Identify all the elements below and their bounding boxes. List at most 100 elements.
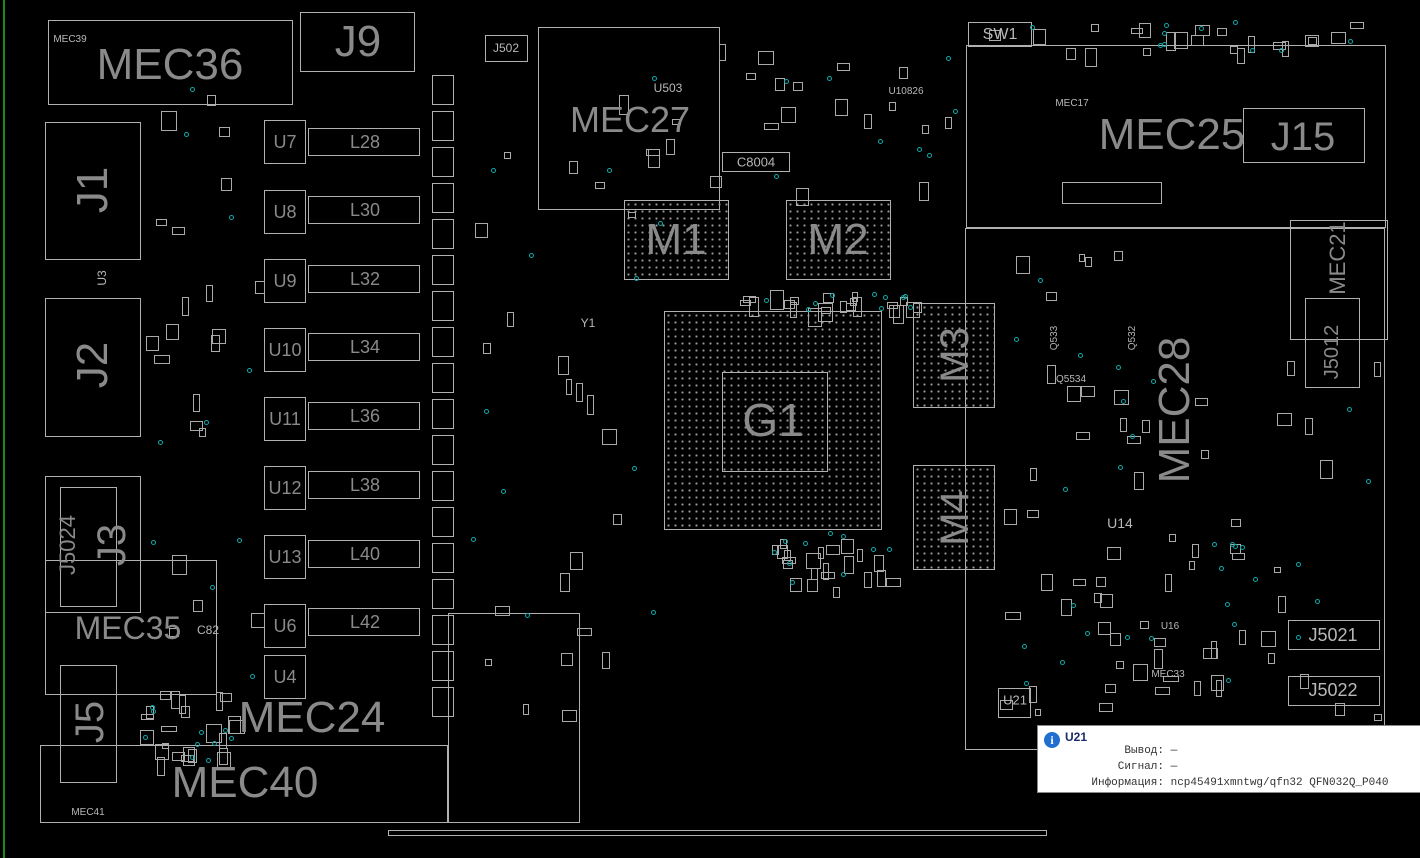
component-outline[interactable] — [1288, 620, 1380, 650]
via — [1199, 25, 1205, 31]
smd-pad — [825, 545, 840, 555]
component-outline[interactable] — [1243, 108, 1365, 163]
smd-pad — [1335, 703, 1346, 717]
smd-pad — [171, 751, 185, 762]
capacitor[interactable] — [432, 291, 454, 321]
smd-pad — [1119, 418, 1127, 433]
smd-pad — [1143, 47, 1151, 57]
inductor-l36[interactable] — [308, 402, 420, 430]
capacitor[interactable] — [432, 651, 454, 681]
capacitor[interactable] — [432, 219, 454, 249]
via — [1121, 399, 1127, 405]
via — [150, 540, 156, 546]
bga-package[interactable] — [624, 200, 729, 280]
component-outline[interactable] — [45, 122, 141, 260]
bga-package[interactable] — [913, 465, 995, 570]
bga-package[interactable] — [786, 200, 891, 280]
smd-pad — [1200, 450, 1210, 459]
capacitor[interactable] — [432, 111, 454, 141]
u21-outline[interactable] — [998, 688, 1031, 718]
via — [1149, 635, 1155, 641]
regulator-u12[interactable] — [264, 466, 306, 510]
capacitor[interactable] — [432, 183, 454, 213]
capacitor[interactable] — [432, 75, 454, 105]
bga-package[interactable] — [913, 303, 995, 408]
capacitor[interactable] — [432, 147, 454, 177]
smd-pad — [1016, 255, 1030, 275]
smd-pad — [1041, 573, 1053, 592]
component-outline[interactable] — [45, 476, 141, 613]
component-outline[interactable] — [48, 20, 293, 105]
component-outline[interactable] — [448, 613, 580, 823]
smd-pad — [1188, 561, 1195, 571]
regulator-u8[interactable] — [264, 190, 306, 234]
capacitor[interactable] — [432, 507, 454, 537]
component-outline[interactable] — [60, 665, 117, 783]
via — [879, 305, 885, 311]
via — [827, 530, 833, 536]
smd-pad — [156, 218, 167, 227]
component-outline[interactable] — [60, 487, 117, 607]
inductor-l28[interactable] — [308, 128, 420, 156]
smd-pad — [820, 307, 832, 315]
regulator-u9[interactable] — [264, 259, 306, 303]
component-label: U6 — [273, 616, 297, 636]
component-outline[interactable] — [1062, 182, 1162, 204]
via — [764, 297, 770, 303]
via — [250, 673, 256, 679]
component-label: U9 — [273, 271, 297, 291]
via — [501, 488, 507, 494]
inductor-l40[interactable] — [308, 540, 420, 568]
inductor-l38[interactable] — [308, 471, 420, 499]
inductor-l42[interactable] — [308, 608, 420, 636]
via — [228, 735, 234, 741]
via — [1249, 47, 1255, 53]
regulator-u13[interactable] — [264, 535, 306, 579]
edge-connector-strip[interactable] — [388, 830, 1047, 836]
capacitor[interactable] — [432, 579, 454, 609]
capacitor[interactable] — [432, 615, 454, 645]
component-outline[interactable] — [1305, 298, 1360, 388]
smd-pad — [154, 355, 171, 365]
inductor-l34[interactable] — [308, 333, 420, 361]
component-label: J5012 — [1321, 324, 1343, 380]
component-outline[interactable] — [300, 12, 415, 72]
via — [150, 708, 156, 714]
smd-pad — [171, 691, 180, 710]
capacitor[interactable] — [432, 255, 454, 285]
component-outline[interactable] — [45, 298, 141, 437]
via — [1164, 23, 1170, 29]
component-outline[interactable] — [968, 22, 1032, 47]
capacitor[interactable] — [432, 435, 454, 465]
capacitor[interactable] — [432, 471, 454, 501]
component-outline[interactable] — [722, 152, 790, 172]
smd-pad — [1045, 291, 1057, 301]
capacitor[interactable] — [432, 543, 454, 573]
smd-pad — [863, 113, 872, 129]
bga-package[interactable] — [664, 311, 882, 530]
bga-core-outline[interactable] — [722, 372, 828, 472]
regulator-u7[interactable] — [264, 120, 306, 164]
inductor-l32[interactable] — [308, 265, 420, 293]
smd-pad — [806, 553, 822, 569]
capacitor[interactable] — [432, 399, 454, 429]
capacitor[interactable] — [432, 687, 454, 717]
smd-pad — [1080, 386, 1095, 397]
inductor-l30[interactable] — [308, 196, 420, 224]
smd-pad — [218, 127, 230, 137]
via — [882, 295, 888, 301]
tooltip-value: — — [1170, 745, 1178, 757]
component-outline[interactable] — [1290, 220, 1388, 340]
component-label: Q532 — [1127, 325, 1138, 351]
capacitor[interactable] — [432, 327, 454, 357]
component-outline[interactable] — [1288, 676, 1380, 706]
regulator-u4[interactable] — [264, 655, 306, 699]
via — [651, 610, 657, 616]
component-outline[interactable] — [40, 745, 448, 823]
capacitor[interactable] — [432, 363, 454, 393]
regulator-u11[interactable] — [264, 397, 306, 441]
via — [900, 294, 906, 300]
component-outline[interactable] — [45, 560, 217, 695]
regulator-u10[interactable] — [264, 328, 306, 372]
component-outline[interactable] — [485, 35, 528, 62]
